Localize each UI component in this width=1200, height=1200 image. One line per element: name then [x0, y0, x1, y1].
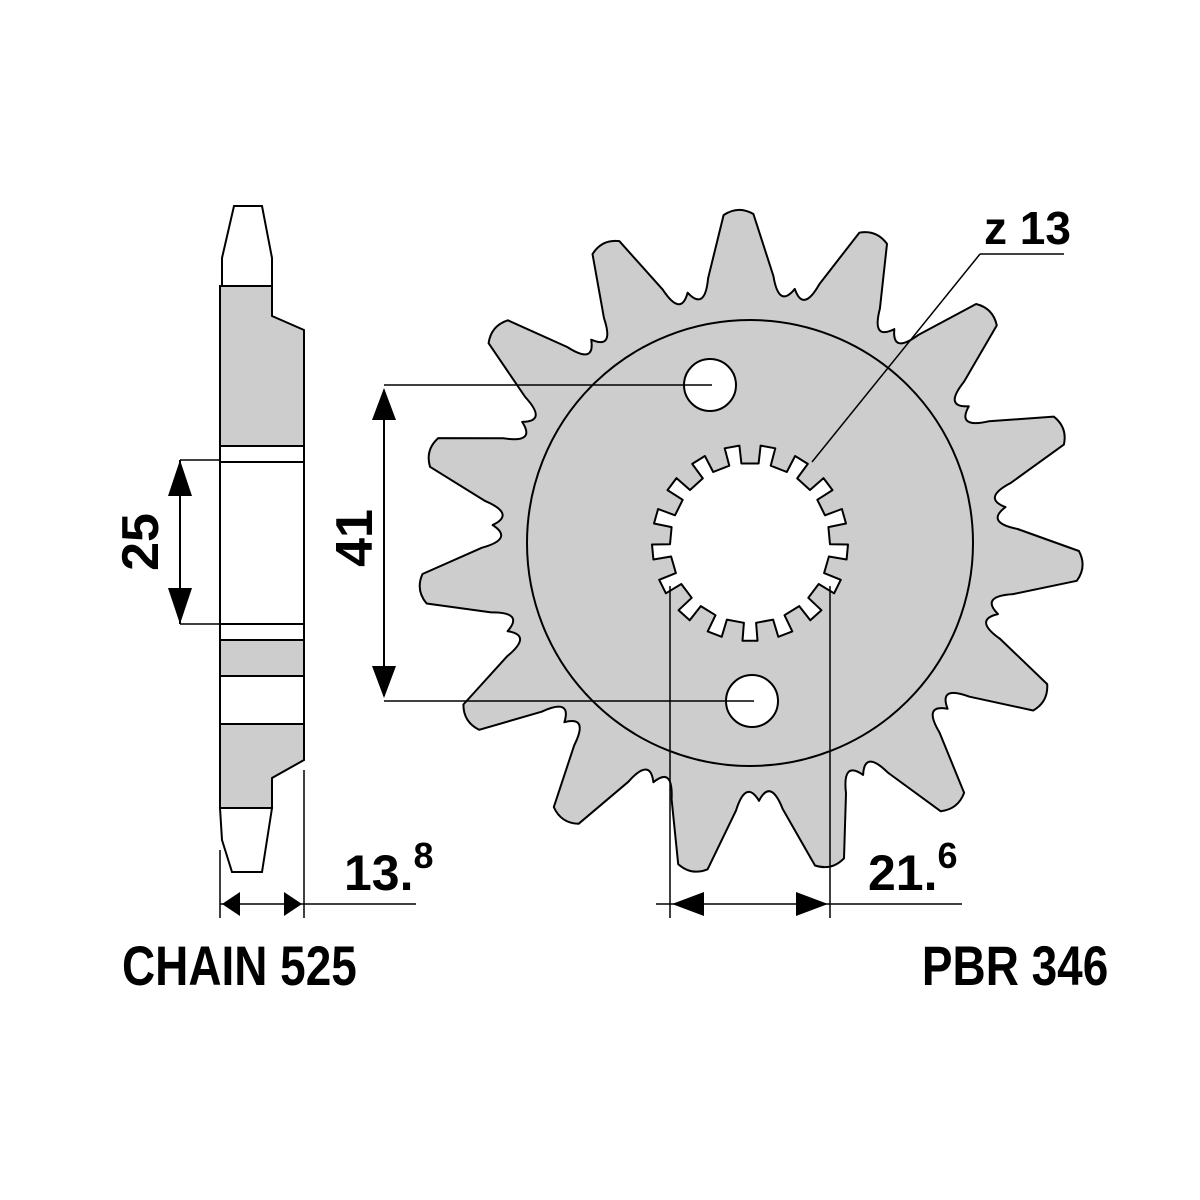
front-view: [418, 208, 1084, 873]
hub-circle: [526, 319, 974, 767]
hub-width-value: 25: [112, 513, 170, 571]
part-number-label: PBR 346: [921, 934, 1108, 997]
chain-size-label: CHAIN 525: [122, 934, 357, 997]
thickness-dimension: 13.8: [219, 770, 434, 918]
spline-bore: [651, 444, 849, 642]
bore-band-upper: [219, 445, 305, 463]
bore-region: [219, 461, 305, 625]
teeth-count-value: z 13: [984, 202, 1071, 254]
thickness-value: 13.8: [344, 835, 434, 901]
teeth-count-callout: z 13: [811, 202, 1071, 463]
tooth-profile-top: [221, 205, 273, 287]
tooth-profile-bottom: [218, 807, 274, 873]
bolt-hole-profile: [219, 675, 305, 725]
bolt-spacing-dimension: 41: [326, 384, 754, 702]
spline-value: 21.6: [868, 835, 958, 901]
bore-band-lower: [219, 623, 305, 641]
side-profile-view: [218, 205, 305, 873]
spline-dimension: 21.6: [656, 586, 962, 918]
hub-width-dimension: 25: [112, 459, 220, 625]
bolt-spacing-value: 41: [326, 509, 384, 567]
